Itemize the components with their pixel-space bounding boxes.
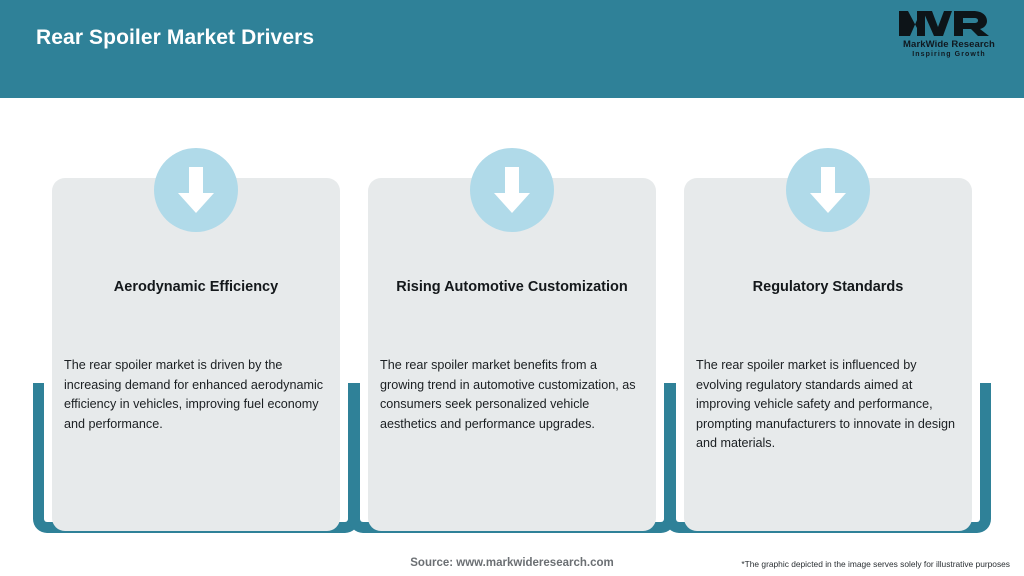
driver-card-1[interactable]: Aerodynamic Efficiency The rear spoiler … [52,148,340,531]
mwr-logo-mark [899,11,989,36]
arrow-down-glyph [494,167,530,213]
arrow-down-glyph [178,167,214,213]
driver-card-3[interactable]: Regulatory Standards The rear spoiler ma… [684,148,972,531]
driver-card-title-1: Aerodynamic Efficiency [113,279,279,295]
source-note: Source: www.markwideresearch.com [410,557,614,569]
arrow-down-icon [786,148,870,232]
driver-card-2[interactable]: Rising Automotive Customization The rear… [368,148,656,531]
arrow-down-icon [154,148,238,232]
company-logo: MarkWide Research Inspiring Growth [888,8,1010,66]
driver-card-title-3: Regulatory Standards [752,279,904,295]
driver-card-body-3: The rear spoiler market is influenced by… [696,358,956,451]
driver-card-title-2: Rising Automotive Customization [396,279,628,295]
disclaimer-note: *The graphic depicted in the image serve… [741,559,1010,569]
page-title: Rear Spoiler Market Drivers [36,26,315,49]
driver-card-group-1: Aerodynamic Efficiency The rear spoiler … [33,148,359,538]
driver-card-group-2: Rising Automotive Customization The rear… [349,148,675,538]
logo-company-name: MarkWide Research [903,39,995,50]
driver-card-body-2: The rear spoiler market benefits from a … [380,358,636,431]
arrow-down-icon [470,148,554,232]
arrow-down-glyph [810,167,846,213]
header-band: Rear Spoiler Market Drivers MarkWide Res… [0,0,1024,98]
driver-card-group-3: Regulatory Standards The rear spoiler ma… [665,148,991,538]
driver-card-body-1: The rear spoiler market is driven by the… [64,358,324,431]
logo-tagline: Inspiring Growth [912,51,986,58]
